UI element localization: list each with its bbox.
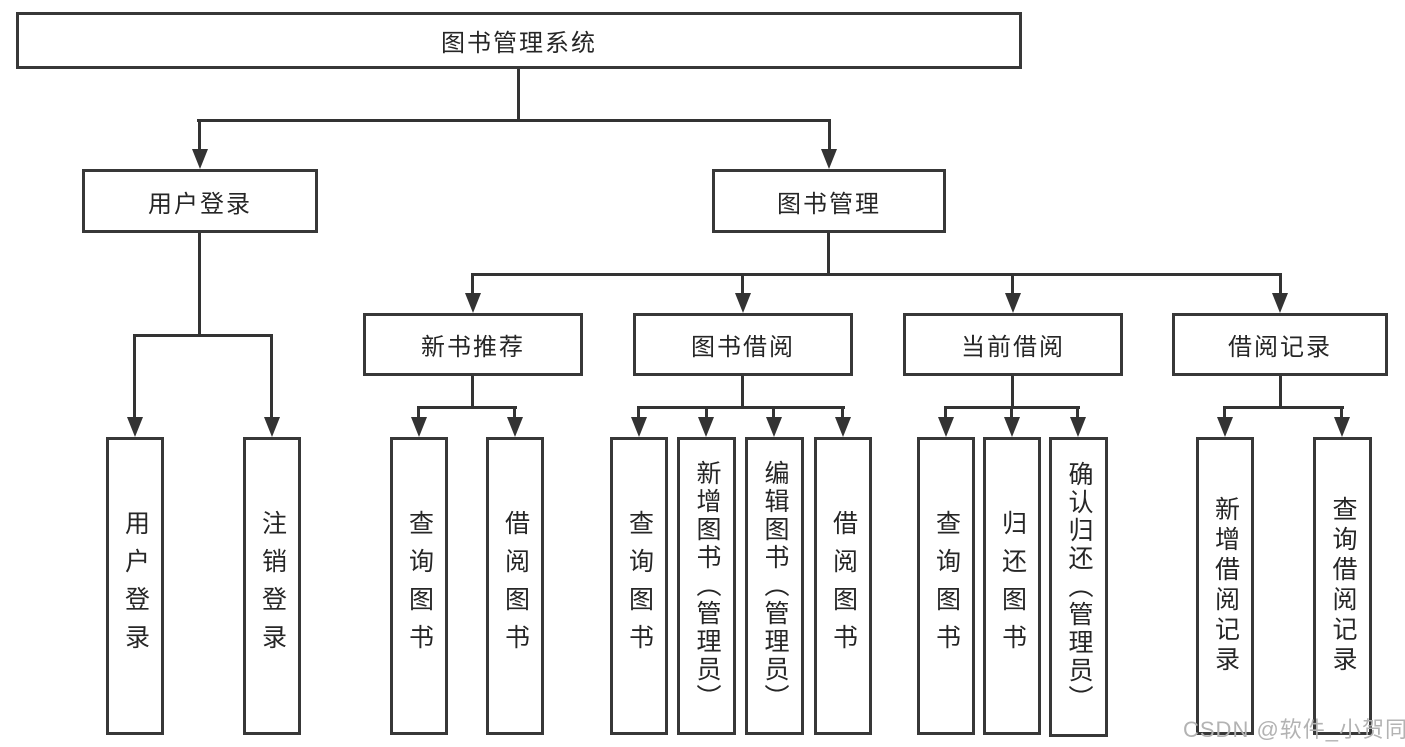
connector-borrow-records-stem: [1279, 376, 1282, 408]
leaf-user-login: 用户登录: [106, 437, 164, 735]
leaf-borrow-books-label: 借阅图书: [501, 510, 530, 662]
connector-stem-book-mgmt: [828, 119, 831, 152]
connector-root-stem: [517, 69, 520, 121]
connector-stem-book-borrow: [741, 273, 744, 297]
connector-stem-leaf: [513, 406, 516, 423]
leaf-add-borrow-record: 新增借阅记录: [1196, 437, 1254, 735]
connector-book-borrow-bar: [637, 406, 845, 409]
node-borrow-records-label: 借阅记录: [1228, 334, 1332, 361]
connector-stem-borrow-records: [1279, 273, 1282, 297]
arrow-down-icon: [507, 417, 523, 437]
connector-stem-leaf: [1340, 406, 1343, 423]
leaf-user-login-label: 用户登录: [121, 510, 150, 662]
leaf-query-borrow-record: 查询借阅记录: [1313, 437, 1372, 735]
node-book-management: 图书管理: [712, 169, 946, 233]
connector-stem-leaf: [841, 406, 844, 423]
arrow-down-icon: [938, 417, 954, 437]
arrow-down-icon: [411, 417, 427, 437]
arrow-down-icon: [1334, 417, 1350, 437]
connector-new-book-bar: [417, 406, 517, 409]
arrow-down-icon: [264, 417, 280, 437]
leaf-return-books: 归还图书: [983, 437, 1041, 735]
connector-stem-leaf: [1223, 406, 1226, 423]
leaf-query-books-borrow: 查询图书: [610, 437, 668, 735]
node-book-borrow-label: 图书借阅: [691, 334, 795, 361]
arrow-down-icon: [1070, 417, 1086, 437]
node-user-login-label: 用户登录: [148, 190, 252, 218]
leaf-return-books-label: 归还图书: [998, 510, 1027, 662]
connector-stem-new-book: [471, 273, 474, 297]
arrow-down-icon: [1004, 417, 1020, 437]
leaf-logout: 注销登录: [243, 437, 301, 735]
connector-user-login-bar: [133, 334, 273, 337]
connector-borrow-records-bar: [1223, 406, 1344, 409]
connector-stem-leaf: [772, 406, 775, 423]
connector-stem-login-leaf: [133, 334, 136, 420]
connector-stem-leaf: [417, 406, 420, 423]
connector-current-borrow-stem: [1011, 376, 1014, 408]
node-root-label: 图书管理系统: [441, 30, 597, 57]
connector-book-mgmt-stem: [827, 233, 830, 275]
node-borrow-records: 借阅记录: [1172, 313, 1388, 376]
leaf-query-borrow-record-label: 查询借阅记录: [1329, 496, 1357, 676]
csdn-watermark: CSDN @软件_小贺同学: [1183, 717, 1405, 742]
leaf-borrow-books-recommend: 借阅图书: [486, 437, 544, 735]
node-current-borrow: 当前借阅: [903, 313, 1123, 376]
leaf-query-books-label: 查询图书: [405, 510, 434, 662]
leaf-edit-books-admin: 编辑图书（管理员）: [745, 437, 804, 735]
node-user-login: 用户登录: [82, 169, 318, 233]
leaf-borrow-books-label: 借阅图书: [829, 510, 858, 662]
leaf-confirm-return-admin-label: 确认归还（管理员）: [1065, 461, 1093, 713]
leaf-query-books-label: 查询图书: [625, 510, 654, 662]
leaf-query-books-recommend: 查询图书: [390, 437, 448, 735]
node-book-management-label: 图书管理: [777, 190, 881, 218]
node-new-book-recommend-label: 新书推荐: [421, 334, 525, 361]
leaf-add-borrow-record-label: 新增借阅记录: [1211, 496, 1240, 676]
connector-stem-current-borrow: [1011, 273, 1014, 297]
connector-user-login-stem: [198, 233, 201, 336]
arrow-down-icon: [631, 417, 647, 437]
node-current-borrow-label: 当前借阅: [961, 334, 1065, 361]
connector-stem-leaf: [705, 406, 708, 423]
connector-stem-leaf: [944, 406, 947, 423]
arrow-down-icon: [465, 293, 481, 313]
leaf-confirm-return-admin: 确认归还（管理员）: [1049, 437, 1108, 737]
node-root-library-management-system: 图书管理系统: [16, 12, 1022, 69]
arrow-down-icon: [821, 149, 837, 169]
connector-stem-user-login: [198, 119, 201, 152]
connector-new-book-stem: [471, 376, 474, 408]
connector-level2-bar: [471, 273, 1282, 276]
leaf-add-books-admin: 新增图书（管理员）: [677, 437, 736, 735]
arrow-down-icon: [766, 417, 782, 437]
connector-stem-leaf: [1010, 406, 1013, 423]
node-book-borrow: 图书借阅: [633, 313, 853, 376]
connector-level1-bar: [197, 119, 831, 122]
leaf-edit-books-admin-label: 编辑图书（管理员）: [761, 460, 789, 712]
leaf-add-books-admin-label: 新增图书（管理员）: [693, 460, 721, 712]
arrow-down-icon: [735, 293, 751, 313]
connector-book-borrow-stem: [741, 376, 744, 408]
arrow-down-icon: [835, 417, 851, 437]
connector-stem-leaf: [1076, 406, 1079, 423]
arrow-down-icon: [192, 149, 208, 169]
leaf-borrow-books: 借阅图书: [814, 437, 872, 735]
connector-stem-leaf: [637, 406, 640, 423]
arrow-down-icon: [127, 417, 143, 437]
arrow-down-icon: [1217, 417, 1233, 437]
arrow-down-icon: [698, 417, 714, 437]
leaf-logout-label: 注销登录: [258, 510, 287, 662]
arrow-down-icon: [1272, 293, 1288, 313]
leaf-query-books-label: 查询图书: [932, 510, 961, 662]
node-new-book-recommend: 新书推荐: [363, 313, 583, 376]
connector-stem-logout-leaf: [270, 334, 273, 420]
arrow-down-icon: [1005, 293, 1021, 313]
leaf-query-books-current: 查询图书: [917, 437, 975, 735]
